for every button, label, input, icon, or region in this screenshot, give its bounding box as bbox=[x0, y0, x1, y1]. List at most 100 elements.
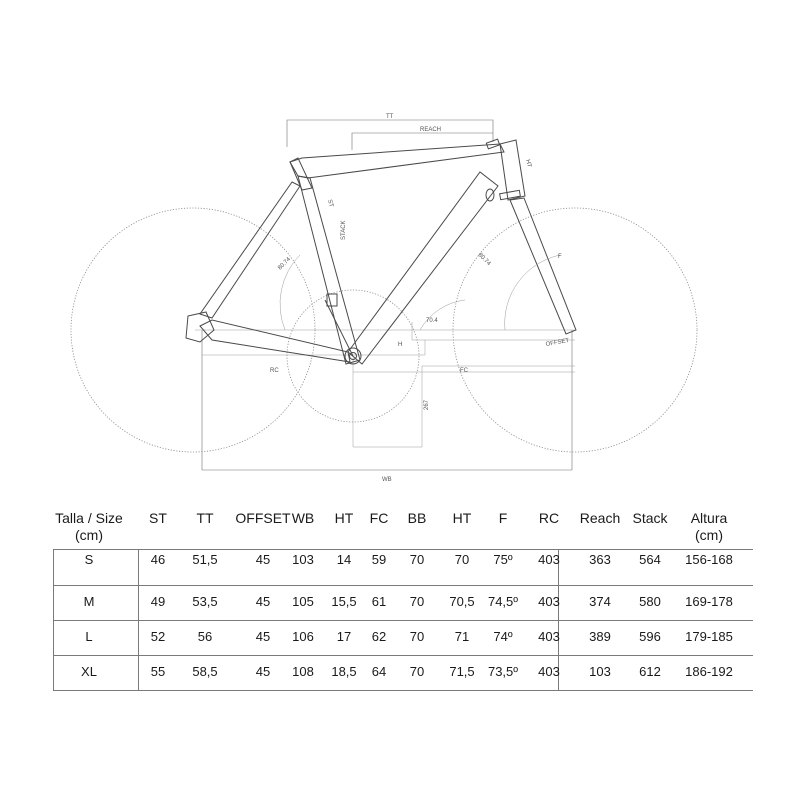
column-divider bbox=[558, 620, 559, 656]
table-border bbox=[53, 585, 54, 621]
table-cell: 70 bbox=[409, 629, 425, 644]
reach-label: REACH bbox=[420, 127, 441, 133]
table-cell: 105 bbox=[292, 594, 314, 609]
table-cell: 564 bbox=[639, 552, 661, 567]
table-cell: S bbox=[84, 552, 94, 567]
table-cell: 389 bbox=[589, 629, 611, 644]
h-label: H bbox=[398, 342, 402, 348]
ht-label: HT bbox=[524, 159, 532, 169]
table-cell: 108 bbox=[292, 664, 314, 679]
column-header: OFFSET bbox=[235, 510, 291, 526]
st-label: ST bbox=[326, 199, 334, 208]
dimension-lines bbox=[195, 119, 575, 471]
fc-label: FC bbox=[460, 368, 469, 374]
table-cell: 70,5 bbox=[449, 594, 475, 609]
table-cell: 612 bbox=[639, 664, 661, 679]
column-header: Talla / Size (cm) bbox=[55, 510, 123, 543]
column-header: F bbox=[498, 510, 508, 526]
bb-height-label: 267 bbox=[424, 399, 430, 410]
table-cell: 403 bbox=[538, 664, 560, 679]
table-cell: 18,5 bbox=[331, 664, 357, 679]
table-cell: 61 bbox=[371, 594, 387, 609]
table-cell: 64 bbox=[371, 664, 387, 679]
column-divider bbox=[558, 549, 559, 585]
table-cell: 70 bbox=[454, 552, 470, 567]
column-header: TT bbox=[196, 510, 214, 526]
table-cell: 70 bbox=[409, 594, 425, 609]
offset-label: OFFSET bbox=[545, 338, 570, 348]
table-cell: 71 bbox=[454, 629, 470, 644]
table-cell: 363 bbox=[589, 552, 611, 567]
table-cell: 403 bbox=[538, 552, 560, 567]
column-header: ST bbox=[149, 510, 167, 526]
column-divider bbox=[138, 549, 139, 585]
table-cell: 51,5 bbox=[192, 552, 218, 567]
table-cell: XL bbox=[81, 664, 97, 679]
table-cell: 403 bbox=[538, 629, 560, 644]
column-header: FC bbox=[369, 510, 389, 526]
table-cell: 156-168 bbox=[685, 552, 733, 567]
bike-frame bbox=[185, 138, 577, 365]
table-cell: 49 bbox=[150, 594, 166, 609]
table-border bbox=[53, 655, 54, 691]
table-cell: 75º bbox=[493, 552, 513, 567]
table-cell: 45 bbox=[255, 629, 271, 644]
chainring-circle bbox=[286, 289, 420, 423]
table-cell: 103 bbox=[292, 552, 314, 567]
table-row: M 49 53,5 45 105 15,5 61 70 70,5 74,5º 403 374 580 16… bbox=[53, 585, 753, 621]
table-cell: 103 bbox=[589, 664, 611, 679]
wb-label: WB bbox=[382, 477, 392, 483]
table-cell: 59 bbox=[371, 552, 387, 567]
table-cell: 45 bbox=[255, 664, 271, 679]
f-label: F bbox=[558, 254, 562, 260]
head-angle-label: 80.74 bbox=[477, 252, 492, 267]
table-cell: 45 bbox=[255, 552, 271, 567]
table-border bbox=[53, 549, 54, 585]
table-cell: M bbox=[83, 594, 95, 609]
table-cell: 15,5 bbox=[331, 594, 357, 609]
rc-label: RC bbox=[270, 368, 279, 374]
table-cell: 56 bbox=[197, 629, 213, 644]
bb-drop-label: 70.4 bbox=[426, 318, 438, 324]
table-cell: 45 bbox=[255, 594, 271, 609]
table-cell: 55 bbox=[150, 664, 166, 679]
table-cell: 403 bbox=[538, 594, 560, 609]
table-cell: 53,5 bbox=[192, 594, 218, 609]
table-cell: 374 bbox=[589, 594, 611, 609]
table-cell: 169-178 bbox=[685, 594, 733, 609]
table-cell: 179-185 bbox=[685, 629, 733, 644]
table-cell: L bbox=[85, 629, 93, 644]
column-divider bbox=[138, 585, 139, 621]
column-header: HT bbox=[452, 510, 472, 526]
table-row: S 46 51,5 45 103 14 59 70 70 75º 403 363 564 156-168 bbox=[53, 549, 753, 585]
table-cell: 74,5º bbox=[487, 594, 519, 609]
tt-label: TT bbox=[386, 114, 394, 120]
table-cell: 70 bbox=[409, 552, 425, 567]
table-cell: 580 bbox=[639, 594, 661, 609]
table-cell: 71,5 bbox=[449, 664, 475, 679]
front-wheel bbox=[452, 207, 698, 453]
table-cell: 186-192 bbox=[685, 664, 733, 679]
column-header: HT bbox=[334, 510, 354, 526]
column-header: Reach bbox=[579, 510, 621, 526]
table-border bbox=[53, 620, 54, 656]
column-header: BB bbox=[407, 510, 427, 526]
column-divider bbox=[558, 585, 559, 621]
table-cell: 596 bbox=[639, 629, 661, 644]
table-cell: 73,5º bbox=[487, 664, 519, 679]
table-row: XL 55 58,5 45 108 18,5 64 70 71,5 73,5º 403 103 612 1… bbox=[53, 655, 753, 691]
table-cell: 74º bbox=[493, 629, 513, 644]
column-header: WB bbox=[291, 510, 315, 526]
table-cell: 70 bbox=[409, 664, 425, 679]
column-header: Stack bbox=[632, 510, 668, 526]
column-divider bbox=[138, 620, 139, 656]
table-cell: 62 bbox=[371, 629, 387, 644]
column-header: Altura (cm) bbox=[690, 510, 728, 543]
table-cell: 58,5 bbox=[192, 664, 218, 679]
column-header: RC bbox=[538, 510, 560, 526]
column-divider bbox=[138, 655, 139, 691]
table-cell: 14 bbox=[336, 552, 352, 567]
table-cell: 46 bbox=[150, 552, 166, 567]
table-cell: 106 bbox=[292, 629, 314, 644]
